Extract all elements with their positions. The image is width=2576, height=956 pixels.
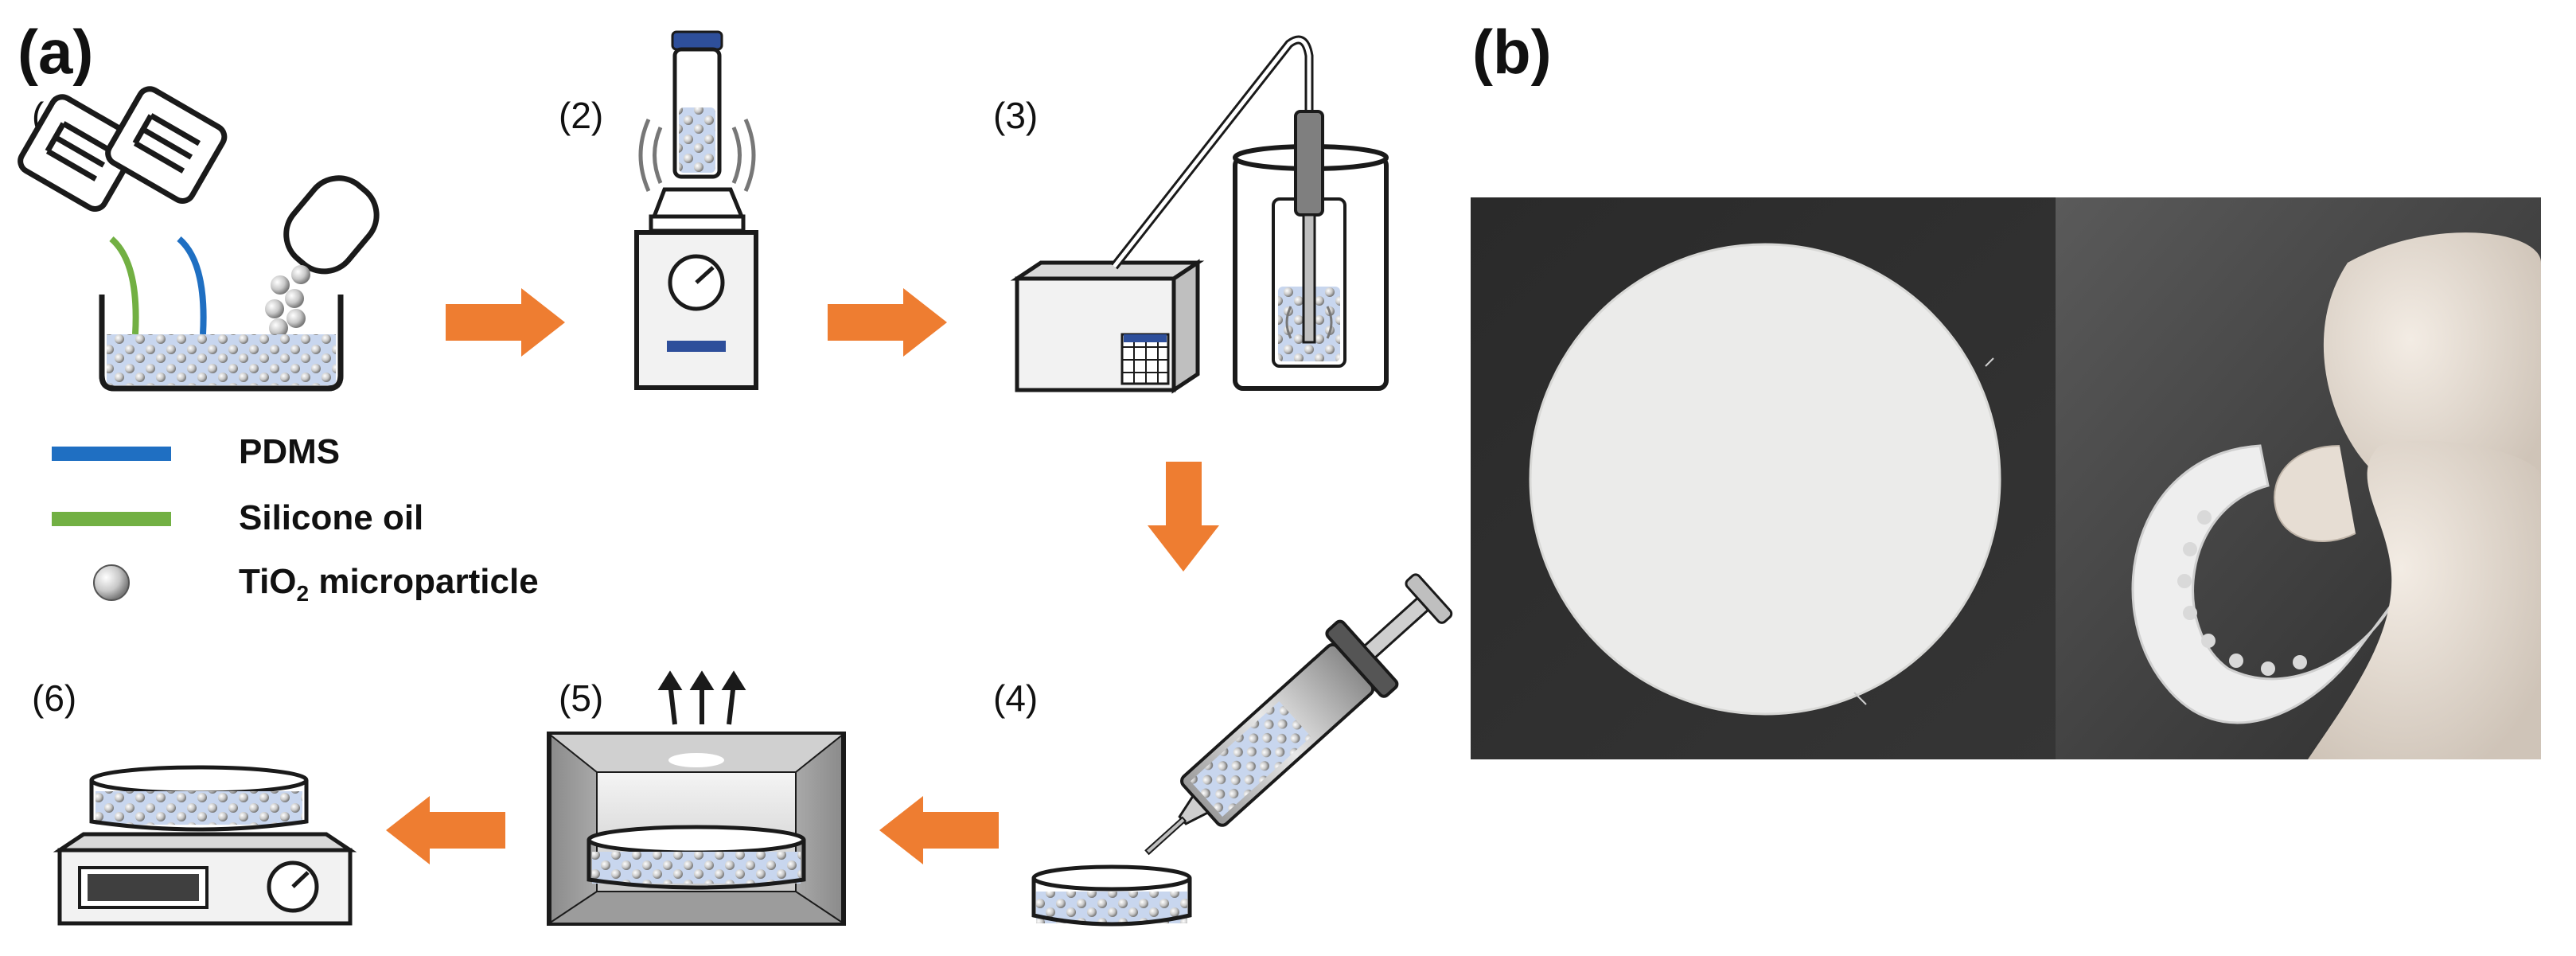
- legend-pdms-label: PDMS: [239, 432, 341, 471]
- step-4-syringe-casting: [1031, 573, 1453, 927]
- panel-b-label: (b): [1472, 17, 1552, 87]
- film-disc: [1530, 244, 2000, 714]
- photo-flat-film: [1471, 197, 2056, 759]
- step-4-label: (4): [993, 677, 1039, 719]
- arrow-right-icon: [446, 288, 565, 357]
- bottle-icon: [105, 86, 228, 205]
- step-5-vacuum-oven: [546, 670, 847, 926]
- step-1-mixing: [18, 86, 380, 392]
- arrow-left-icon: [386, 796, 505, 864]
- legend-tio2-swatch: [93, 564, 130, 601]
- legend-silicone-label: Silicone oil: [239, 498, 424, 537]
- arrow-left-icon: [879, 796, 999, 864]
- powder-container-icon: [283, 175, 380, 275]
- step-6-hot-plate: [53, 765, 357, 926]
- legend-tio2-label: TiO2 microparticle: [239, 562, 539, 606]
- photo-bent-film: [2056, 197, 2541, 759]
- step-2-vortex-mixer: [634, 30, 758, 390]
- arrow-down-icon: [1148, 462, 1219, 572]
- step-6-label: (6): [32, 677, 77, 719]
- panel-a-label: (a): [18, 17, 94, 87]
- step-3-ultrasonic-probe: [1010, 35, 1389, 394]
- bottle-icon: [18, 94, 140, 213]
- step-2-label: (2): [559, 95, 604, 136]
- arrow-right-icon: [828, 288, 947, 357]
- step-3-label: (3): [993, 95, 1039, 136]
- step-5-label: (5): [559, 677, 604, 719]
